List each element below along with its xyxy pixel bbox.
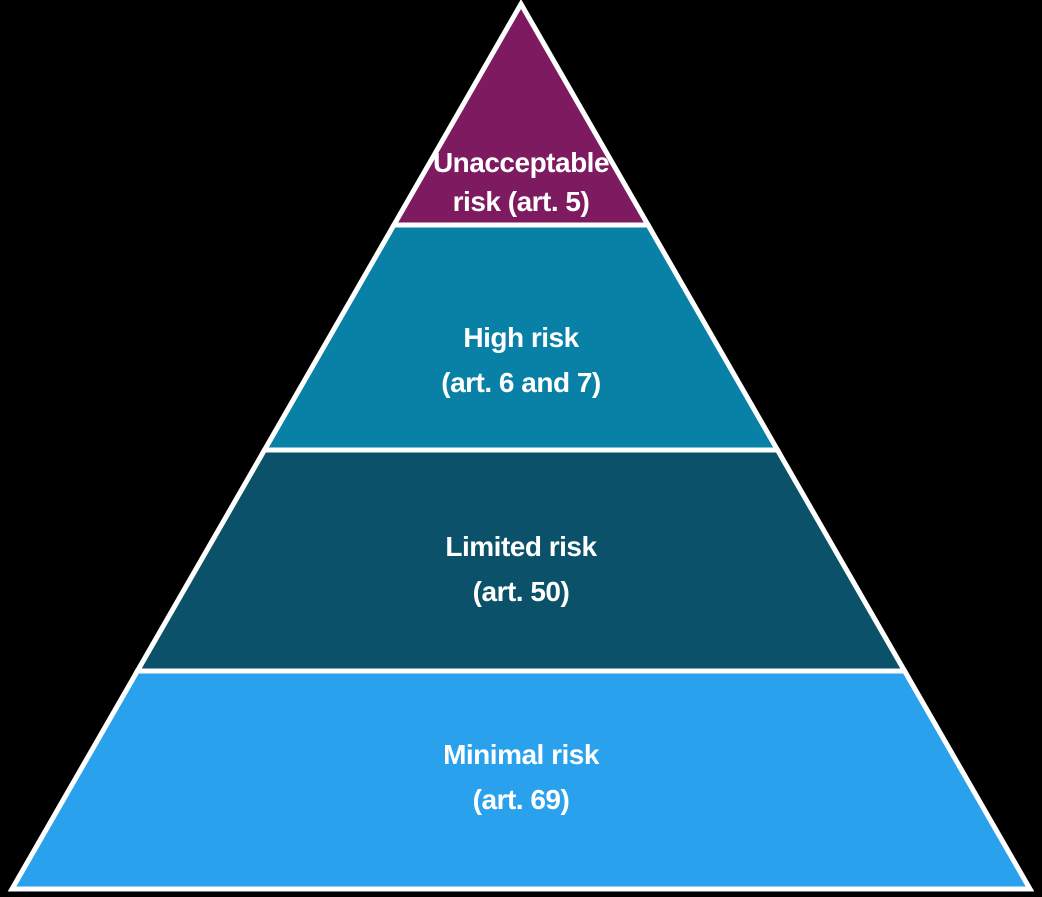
minimal-risk-label-line2: (art. 69) bbox=[473, 784, 570, 815]
limited-risk-label-line1: Limited risk bbox=[445, 531, 597, 562]
limited-risk-label-line2: (art. 50) bbox=[473, 576, 570, 607]
unacceptable-risk-label-line1: Unacceptable bbox=[433, 147, 609, 178]
minimal-risk-label-line1: Minimal risk bbox=[443, 739, 600, 770]
high-risk-label-line2: (art. 6 and 7) bbox=[441, 367, 600, 398]
pyramid-level-minimal bbox=[7, 668, 1035, 892]
unacceptable-risk-label-line2: risk (art. 5) bbox=[453, 186, 590, 217]
high-risk-label-line1: High risk bbox=[463, 322, 579, 353]
